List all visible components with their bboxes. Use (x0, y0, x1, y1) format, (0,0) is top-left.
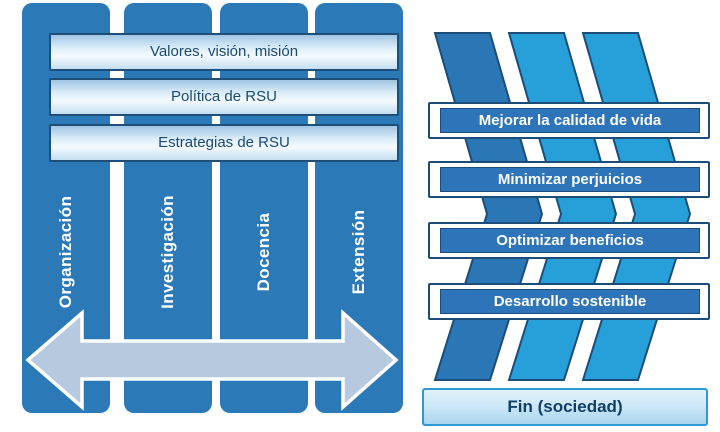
goal-bar-frame-beneficios: Optimizar beneficios (428, 222, 710, 259)
goal-bar-sostenible: Desarrollo sostenible (440, 289, 700, 314)
goal-bar-calidad-label: Mejorar la calidad de vida (478, 112, 662, 129)
column-label-investigacion: Investigación (158, 195, 177, 309)
goal-bar-calidad: Mejorar la calidad de vida (440, 108, 700, 133)
column-label-organizacion: Organización (56, 195, 75, 309)
goal-bar-perjuicios: Minimizar perjuicios (440, 167, 700, 192)
ribbon-stripe-3 (581, 32, 692, 381)
column-label-extension: Extensión (349, 209, 368, 295)
ribbon-stripe-1 (433, 32, 544, 381)
goal-bar-beneficios-label: Optimizar beneficios (496, 232, 644, 249)
top-bar-politica-label: Política de RSU (171, 88, 277, 105)
goal-bar-beneficios: Optimizar beneficios (440, 228, 700, 253)
goal-bar-sostenible-label: Desarrollo sostenible (493, 293, 647, 310)
top-bar-politica: Política de RSU (49, 78, 399, 116)
goal-bar-frame-calidad: Mejorar la calidad de vida (428, 102, 710, 139)
fin-sociedad-label: Fin (sociedad) (507, 397, 623, 416)
top-bar-estrategias: Estrategias de RSU (49, 124, 399, 162)
fin-sociedad-bar: Fin (sociedad) (422, 388, 708, 426)
goal-bar-frame-perjuicios: Minimizar perjuicios (428, 161, 710, 198)
top-bar-valores-label: Valores, visión, misión (149, 43, 299, 60)
goal-bar-frame-sostenible: Desarrollo sostenible (428, 283, 710, 320)
column-label-docencia: Docencia (254, 212, 273, 292)
top-bar-valores: Valores, visión, misión (49, 33, 399, 71)
ribbon-stripe-2 (507, 32, 618, 381)
top-bar-estrategias-label: Estrategias de RSU (158, 134, 290, 151)
goal-bar-perjuicios-label: Minimizar perjuicios (497, 171, 643, 188)
